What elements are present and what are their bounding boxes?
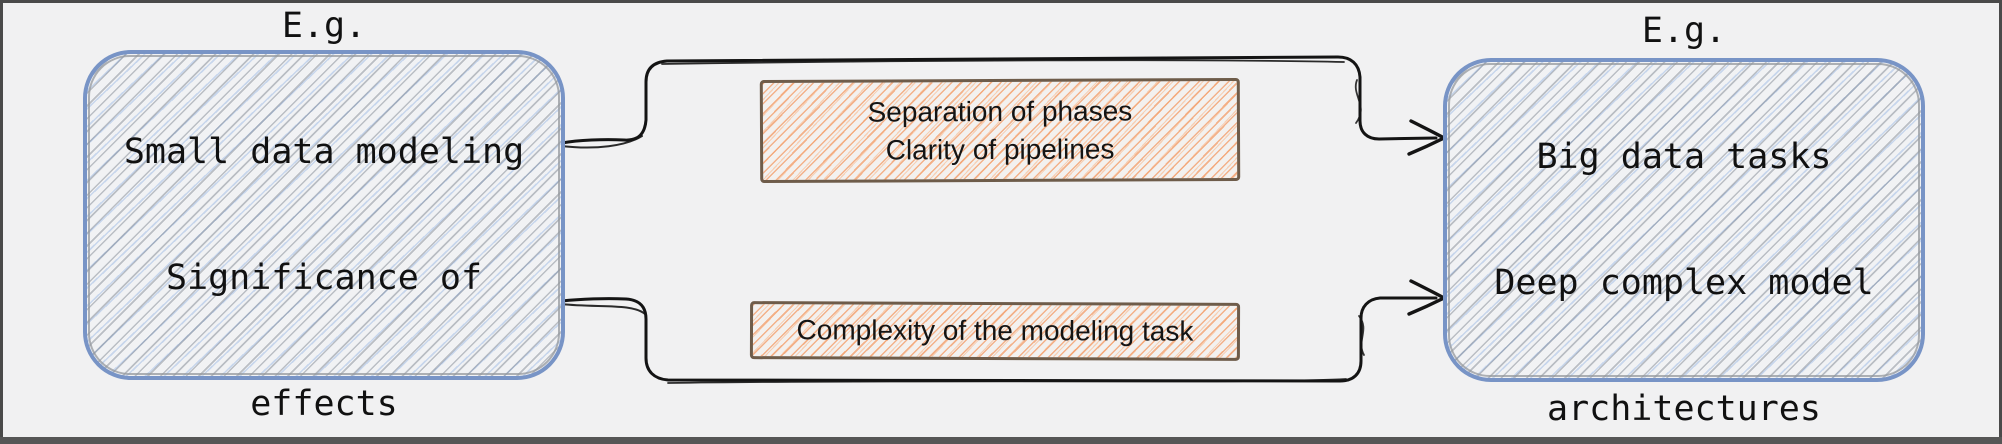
bottom-arrow-overdraw xyxy=(1358,315,1365,356)
top-arrow-overdraw xyxy=(1354,79,1362,124)
left-box-line: effects xyxy=(250,384,398,424)
left-box-text: E.g. Small data modeling Significance of… xyxy=(124,0,524,444)
right-example-box: E.g. Big data tasks Deep complex model a… xyxy=(1443,11,1925,429)
right-box-line: E.g. xyxy=(1641,11,1727,51)
top-factor-text: Separation of phases Clarity of pipeline… xyxy=(868,92,1133,169)
left-example-box: E.g. Small data modeling Significance of… xyxy=(83,6,565,424)
right-box-line: architectures xyxy=(1547,389,1821,429)
frame-border-top xyxy=(0,0,2002,3)
right-box-line: Deep complex model xyxy=(1494,263,1874,303)
top-arrowhead-icon xyxy=(1407,119,1446,156)
right-box-line: Big data tasks xyxy=(1536,137,1832,177)
separation-clarity-label-box: Separation of phases Clarity of pipeline… xyxy=(759,77,1241,184)
right-box-text: E.g. Big data tasks Deep complex model a… xyxy=(1494,0,1873,444)
bottom-arrow-overdraw xyxy=(560,303,646,315)
frame-border-right xyxy=(1999,0,2002,444)
top-factor-line: Clarity of pipelines xyxy=(885,133,1115,165)
bottom-arrow-overdraw xyxy=(667,378,1347,384)
bottom-factor-line: Complexity of the modeling task xyxy=(796,314,1194,347)
top-factor-line: Separation of phases xyxy=(867,94,1133,128)
bottom-arrowhead-icon xyxy=(1407,279,1446,316)
complexity-label-box: Complexity of the modeling task xyxy=(749,301,1241,361)
top-arrow-overdraw xyxy=(661,59,1345,65)
frame-border-left xyxy=(0,0,3,444)
top-arrow-overdraw xyxy=(560,135,643,149)
left-box-line: E.g. xyxy=(281,6,367,46)
left-box-line: Significance of xyxy=(165,258,483,298)
left-box-line: Small data modeling xyxy=(123,132,525,172)
frame-bottom-bar xyxy=(0,437,2002,444)
bottom-factor-text: Complexity of the modeling task xyxy=(796,311,1194,350)
